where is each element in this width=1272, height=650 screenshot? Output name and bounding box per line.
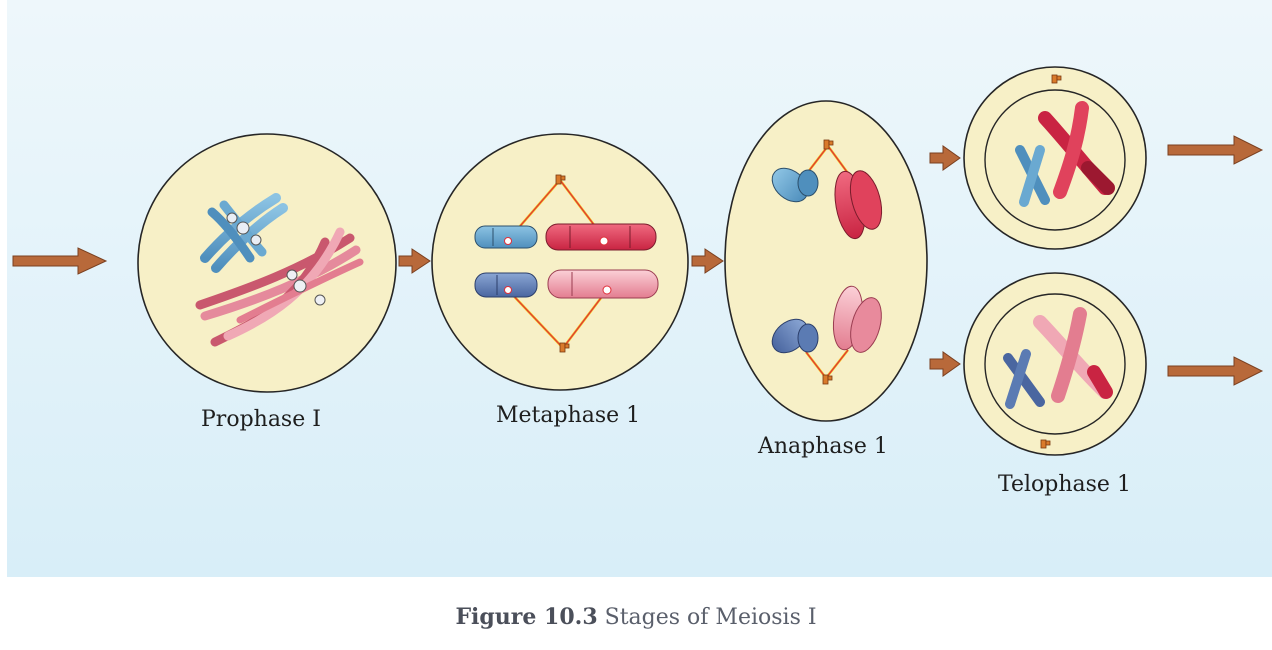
cell-anaphase [724,100,928,422]
label-telophase: Telophase 1 [998,472,1131,497]
spindle-fibers-anaphase [805,145,852,379]
arrow-exit-top [1167,135,1264,165]
chromosome-pink-telophase-bottom [1033,307,1113,403]
cell-telophase-bottom [963,272,1147,456]
cell-prophase [137,133,397,393]
arrow-anaphase-to-telophase-bottom [929,351,961,377]
chromosome-red-anaphase-top [834,170,883,240]
chromosome-pink-anaphase-bottom [832,285,882,353]
chromosome-blue-anaphase-bottom [771,318,819,354]
chromosome-red-metaphase-top [545,223,657,251]
arrow-entry [12,247,108,275]
centriole-top [555,174,566,185]
chromosome-pair-blue [200,193,288,273]
cell-telophase-top [963,66,1147,250]
label-anaphase: Anaphase 1 [758,434,888,459]
label-prophase: Prophase I [201,407,321,432]
label-metaphase: Metaphase 1 [496,403,641,428]
arrow-metaphase-to-anaphase [691,248,724,274]
centriole-telophase-top [1051,74,1062,84]
centriole-telophase-bottom [1040,439,1051,449]
chromosome-blue-telophase-bottom [1003,349,1045,409]
centriole-bottom [559,342,570,353]
chromosome-red-telophase-top [1038,101,1115,199]
arrow-prophase-to-metaphase [398,248,431,274]
cell-metaphase [431,133,689,391]
chromosome-blue-metaphase-top [474,225,538,249]
centriole-anaphase-top [823,139,834,150]
chromosome-blue-telophase-top [1015,145,1050,207]
figure-number: Figure 10.3 [455,604,598,630]
chromosome-pair-red [195,227,364,347]
figure-caption: Figure 10.3 Stages of Meiosis I [0,604,1272,630]
arrow-exit-bottom [1167,356,1264,386]
chromosome-pink-metaphase-bottom [547,269,659,299]
chromosome-blue-anaphase-top [771,167,819,203]
arrow-anaphase-to-telophase-top [929,145,961,171]
chromosome-blue-metaphase-bottom [474,272,538,298]
centriole-anaphase-bottom [822,374,833,385]
figure-title: Stages of Meiosis I [604,605,817,630]
